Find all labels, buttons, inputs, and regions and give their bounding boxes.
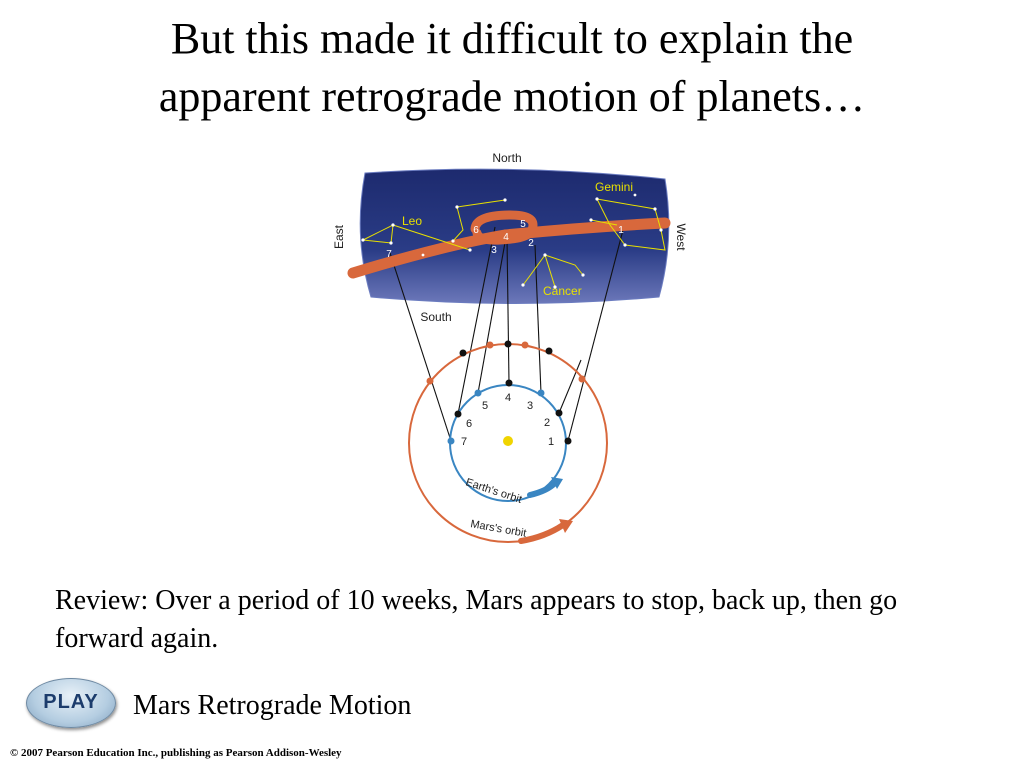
sky-label-1: 1 — [618, 225, 624, 236]
earth-position-labels: 1 2 3 4 5 6 7 — [461, 392, 554, 448]
earth-label-1: 1 — [548, 436, 554, 448]
earth-arrow-head — [551, 477, 563, 489]
earth-label-5: 5 — [482, 400, 488, 412]
earth-label-4: 4 — [505, 392, 511, 404]
mars-arrow-head — [559, 519, 573, 533]
leo-label: Leo — [402, 214, 422, 228]
east-label: East — [332, 224, 346, 249]
slide-title: But this made it difficult to explain th… — [0, 10, 1024, 126]
sky-label-4: 4 — [503, 232, 509, 243]
play-button-label: PLAY — [43, 691, 99, 713]
sky-label-6: 6 — [473, 225, 479, 236]
stars — [361, 193, 663, 289]
earth-orbit-arrow — [527, 480, 558, 498]
gemini-label: Gemini — [595, 180, 633, 194]
review-text: Review: Over a period of 10 weeks, Mars … — [55, 585, 898, 654]
south-label: South — [420, 310, 451, 324]
earth-positions — [447, 379, 572, 445]
sun — [503, 436, 513, 446]
title-line-2: apparent retrograde motion of planets… — [158, 72, 866, 121]
sky-label-2: 2 — [528, 238, 534, 249]
earth-orbit-label: Earth's orbit — [464, 476, 523, 505]
play-button[interactable]: PLAY — [26, 678, 116, 728]
play-caption: Mars Retrograde Motion — [133, 690, 412, 721]
earth-label-2: 2 — [544, 417, 550, 429]
mars-orbit-arrow — [518, 522, 566, 544]
sky-label-5: 5 — [520, 219, 526, 230]
earth-label-6: 6 — [466, 418, 472, 430]
earth-label-3: 3 — [527, 400, 533, 412]
mars-path — [347, 210, 671, 279]
sight-lines — [389, 226, 624, 442]
cancer-label: Cancer — [543, 284, 582, 298]
title-line-1: But this made it difficult to explain th… — [170, 14, 854, 63]
constellation-lines — [362, 198, 666, 288]
sky-label-3: 3 — [491, 245, 497, 256]
north-label: North — [492, 151, 521, 165]
copyright-notice: © 2007 Pearson Education Inc., publishin… — [10, 747, 342, 759]
mars-positions — [426, 340, 586, 385]
sky-position-labels: 1 2 3 4 5 6 7 — [386, 219, 624, 260]
sky-label-7: 7 — [386, 249, 392, 260]
earth-label-7: 7 — [461, 436, 467, 448]
west-label: West — [674, 223, 688, 251]
retrograde-diagram: 1 2 3 4 5 6 7 North South East West Gemi… — [332, 151, 688, 544]
